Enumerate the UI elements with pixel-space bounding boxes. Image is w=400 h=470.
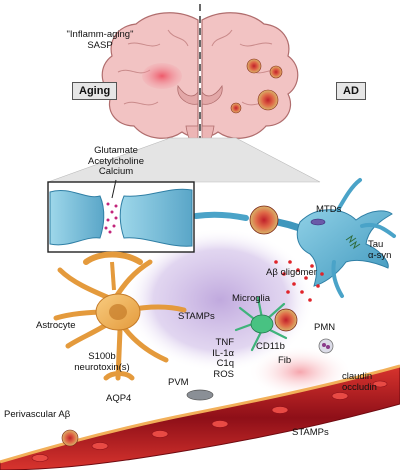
microglia bbox=[234, 296, 298, 352]
blood-vessel bbox=[0, 364, 400, 470]
pmn-label: PMN bbox=[314, 322, 336, 333]
amyloid-plaque bbox=[249, 205, 279, 235]
aqp4-label: AQP4 bbox=[106, 393, 132, 404]
stamps-label-top: STAMPs bbox=[178, 311, 215, 322]
neurotoxin-text: neurotoxin(s) bbox=[74, 361, 130, 373]
pvm-label: PVM bbox=[168, 377, 189, 388]
abeta-oligomer-dots bbox=[274, 260, 324, 302]
glutamate-label: Glutamate bbox=[94, 145, 138, 156]
aging-tag: Aging bbox=[72, 82, 118, 100]
c1q-label: C1q bbox=[216, 358, 234, 369]
brain-plaques bbox=[230, 58, 283, 114]
sasp-label: "Inflamm-aging" SASP bbox=[60, 29, 140, 51]
neuron-soma bbox=[296, 209, 393, 287]
tnf-label: TNF bbox=[215, 337, 234, 348]
s100b-label: S100b neurotoxin(s) bbox=[60, 351, 144, 373]
s100b-text: S100b bbox=[88, 351, 116, 362]
perivascular-abeta-label: Perivascular Aβ bbox=[4, 409, 71, 420]
acetylcholine-label: Acetylcholine bbox=[88, 155, 144, 167]
stamps-label-bottom: STAMPs bbox=[292, 427, 329, 438]
pvm-cell bbox=[186, 389, 214, 401]
synapse-inset bbox=[47, 181, 195, 253]
calcium-label: Calcium bbox=[98, 166, 134, 177]
red-blood-cells bbox=[31, 380, 388, 462]
ros-label: ROS bbox=[213, 368, 234, 380]
microglia-label: Microglia bbox=[232, 293, 271, 304]
occludin-text: occludin bbox=[342, 381, 377, 393]
perivascular-abeta bbox=[61, 429, 79, 447]
mtds-label: MTDs bbox=[316, 204, 342, 215]
claudin-text: claudin bbox=[342, 371, 373, 382]
tau-label: Tau α-syn bbox=[368, 239, 392, 261]
ad-tag: AD bbox=[336, 82, 366, 100]
sasp-label-line1: "Inflamm-aging" bbox=[66, 29, 134, 40]
fib-label: Fib bbox=[278, 355, 292, 366]
neuron bbox=[193, 178, 396, 302]
sasp-label-line2: SASP bbox=[87, 39, 113, 51]
tight-junction-label: claudin occludin bbox=[342, 371, 377, 393]
zoom-wedge bbox=[47, 137, 321, 183]
brain-right-hemisphere bbox=[201, 12, 299, 139]
cytokine-list: TNF IL-1α C1q ROS bbox=[198, 337, 234, 380]
astrocyte-label: Astrocyte bbox=[36, 320, 76, 331]
cd11b-label: CD11b bbox=[256, 341, 285, 352]
abeta-oligomer-label: Aβ oligomer bbox=[266, 267, 317, 278]
il1a-label: IL-1α bbox=[212, 347, 234, 359]
neurotransmitter-label: Glutamate Acetylcholine Calcium bbox=[66, 145, 166, 178]
synapse-leader-line bbox=[111, 179, 117, 199]
sasp-region bbox=[142, 63, 182, 89]
astrocyte bbox=[53, 259, 187, 381]
pmn-cell bbox=[318, 338, 334, 354]
alpha-syn-text: α-syn bbox=[368, 249, 392, 261]
stamps-cloud bbox=[125, 228, 315, 372]
tau-text: Tau bbox=[368, 239, 384, 250]
